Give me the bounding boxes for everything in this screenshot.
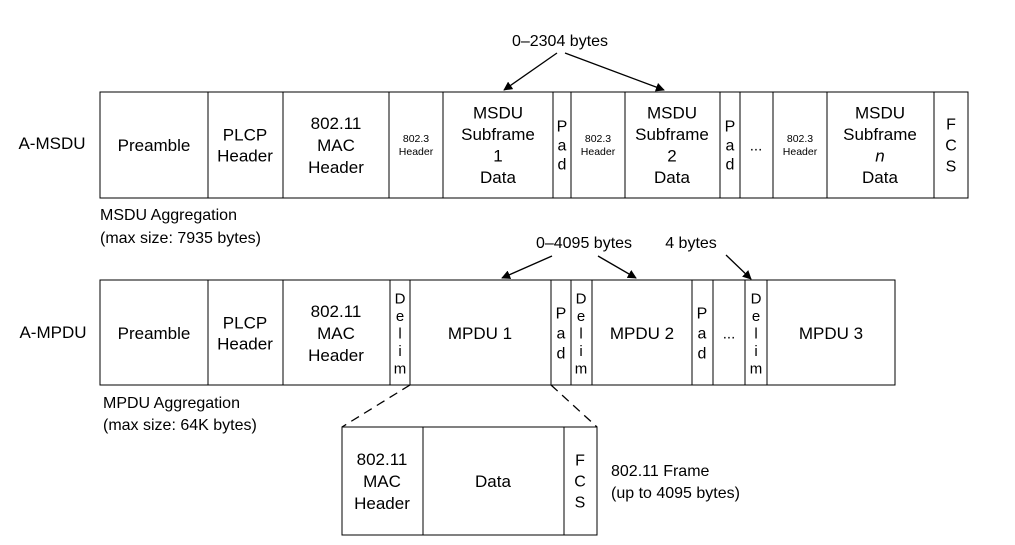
frame-caption-line2: (up to 4095 bytes) — [611, 485, 740, 502]
amsdu-preamble-field: Preamble — [118, 136, 191, 155]
ampdu-outline — [99, 279, 896, 386]
ampdu-row-label: A-MPDU — [19, 323, 86, 342]
ampdu-delim-size-label: 4 bytes — [665, 235, 717, 252]
expansion-dash-left — [341, 384, 411, 428]
frame-data-field: Data — [475, 472, 511, 491]
ampdu-mpdu-2: MPDU 2 — [610, 324, 674, 343]
ampdu-delim-size-arrow — [725, 254, 752, 280]
amsdu-size-arrow-left — [503, 52, 558, 91]
amsdu-caption-line2: (max size: 7935 bytes) — [100, 230, 261, 247]
amsdu-ellipsis: ... — [750, 137, 763, 154]
frame-caption-line1: 802.11 Frame — [611, 463, 710, 480]
amsdu-outline — [99, 91, 969, 199]
amsdu-size-arrow-right — [564, 52, 665, 92]
frame-outline — [341, 426, 598, 536]
ampdu-preamble-field: Preamble — [118, 324, 191, 343]
amsdu-size-label: 0–2304 bytes — [512, 33, 608, 50]
ampdu-caption-line2: (max size: 64K bytes) — [103, 417, 257, 434]
ampdu-size-arrow-left — [501, 255, 553, 279]
expansion-dash-right — [550, 384, 598, 428]
amsdu-row-label: A-MSDU — [18, 134, 85, 153]
ampdu-size-arrow-right — [597, 255, 637, 279]
ampdu-ellipsis: ... — [723, 325, 736, 342]
ampdu-mpdu-1: MPDU 1 — [448, 324, 512, 343]
ampdu-size-label: 0–4095 bytes — [536, 235, 632, 252]
amsdu-caption-line1: MSDU Aggregation — [100, 207, 237, 224]
ampdu-caption-line1: MPDU Aggregation — [103, 395, 240, 412]
ampdu-mpdu-3: MPDU 3 — [799, 324, 863, 343]
